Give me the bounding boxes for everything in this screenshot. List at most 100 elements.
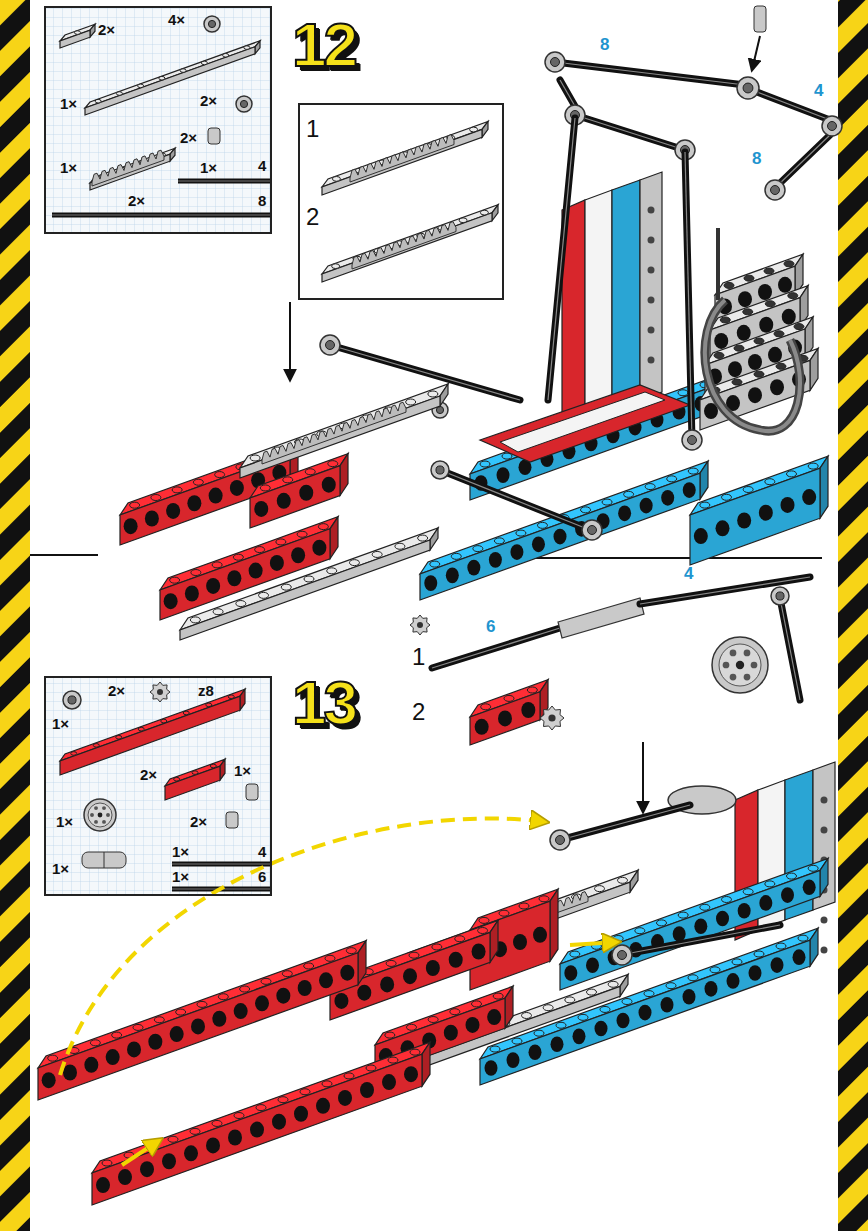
connector — [612, 945, 632, 965]
stud — [418, 535, 428, 541]
beam-end — [220, 759, 225, 780]
connector — [545, 52, 565, 72]
beam-hole — [737, 513, 751, 529]
beam-hole — [276, 988, 290, 1004]
stud — [260, 485, 270, 491]
gear — [540, 706, 564, 730]
beam-face — [240, 396, 440, 478]
stud — [332, 264, 340, 269]
stud — [622, 999, 632, 1005]
pulley-hole — [723, 662, 730, 669]
stud — [278, 1097, 288, 1103]
connector — [682, 430, 702, 450]
connector — [431, 461, 449, 479]
beam-hole — [475, 719, 489, 735]
beam-hole — [187, 495, 201, 511]
beam-hole — [771, 957, 784, 973]
beam-end — [820, 456, 828, 518]
step-number: 12 — [292, 14, 355, 76]
stud — [322, 1081, 332, 1087]
part-count: 1× — [200, 160, 217, 175]
pulley-hole — [744, 674, 751, 681]
part-count: 2× — [98, 22, 115, 37]
beam-hole — [759, 895, 772, 911]
stud — [527, 687, 537, 693]
connector-hole — [743, 83, 753, 93]
stud — [754, 338, 764, 344]
stud — [386, 960, 396, 966]
pulley-hole — [102, 806, 106, 810]
hazard-stripe — [838, 0, 868, 1231]
stud — [787, 873, 797, 879]
stud — [138, 84, 144, 88]
beam-hole — [145, 511, 159, 527]
stud — [493, 993, 503, 999]
antenna — [716, 228, 720, 300]
gear — [410, 615, 430, 635]
stud — [93, 744, 99, 748]
stud — [688, 975, 698, 981]
substep-number: 2 — [306, 205, 319, 229]
beam-hole — [564, 965, 577, 981]
stud — [608, 981, 618, 987]
stud — [183, 711, 189, 715]
stud — [479, 917, 489, 923]
stud — [581, 507, 591, 513]
beam-end — [820, 858, 828, 896]
stud — [645, 484, 655, 490]
stud — [657, 920, 667, 926]
connector-hole — [208, 20, 215, 27]
stud — [724, 282, 734, 288]
beam-hole — [124, 518, 138, 534]
axle-groove — [780, 598, 800, 700]
beam-hole — [270, 555, 284, 571]
seat-stripe — [500, 392, 665, 452]
stud — [210, 764, 216, 768]
connector-hole — [688, 436, 697, 445]
stud — [516, 530, 526, 536]
stud — [534, 1030, 544, 1036]
stud — [522, 1013, 532, 1019]
part-count: 4 — [258, 844, 266, 859]
stud — [95, 99, 101, 103]
beam-hole — [510, 544, 523, 560]
connector — [63, 691, 81, 709]
beam-end — [358, 941, 366, 985]
stud — [172, 487, 182, 493]
beam-hole — [84, 1057, 98, 1073]
beam-hole — [334, 993, 348, 1009]
part-count: 2× — [140, 767, 157, 782]
stud — [722, 494, 732, 500]
connector — [765, 180, 785, 200]
beam-hole — [357, 985, 371, 1001]
stud — [537, 522, 547, 528]
part-count: 2× — [108, 683, 125, 698]
stud — [407, 1024, 417, 1030]
stud — [808, 865, 818, 871]
stud — [234, 1113, 244, 1119]
beam-hole — [140, 1161, 154, 1177]
stud — [112, 1032, 122, 1038]
parts-grid — [44, 6, 272, 234]
stud — [808, 463, 818, 469]
beam-hole — [551, 1036, 564, 1052]
beam-hole — [312, 540, 326, 556]
axle-groove — [432, 628, 560, 668]
beam-hole — [316, 1098, 330, 1114]
axle-groove — [440, 470, 590, 530]
stud — [406, 399, 416, 405]
pulley-axle-hole — [736, 661, 744, 669]
stud — [774, 331, 784, 337]
beam-hole — [507, 1052, 520, 1068]
stud — [430, 561, 440, 567]
connector — [582, 520, 602, 540]
stud — [48, 1055, 58, 1061]
beam-hole — [781, 497, 795, 513]
beam-hole — [618, 506, 631, 522]
beam-end — [440, 384, 448, 406]
stud — [168, 1136, 178, 1142]
gear-hole — [548, 714, 555, 721]
beam-hole — [164, 593, 178, 609]
beam-hole — [118, 1169, 132, 1185]
